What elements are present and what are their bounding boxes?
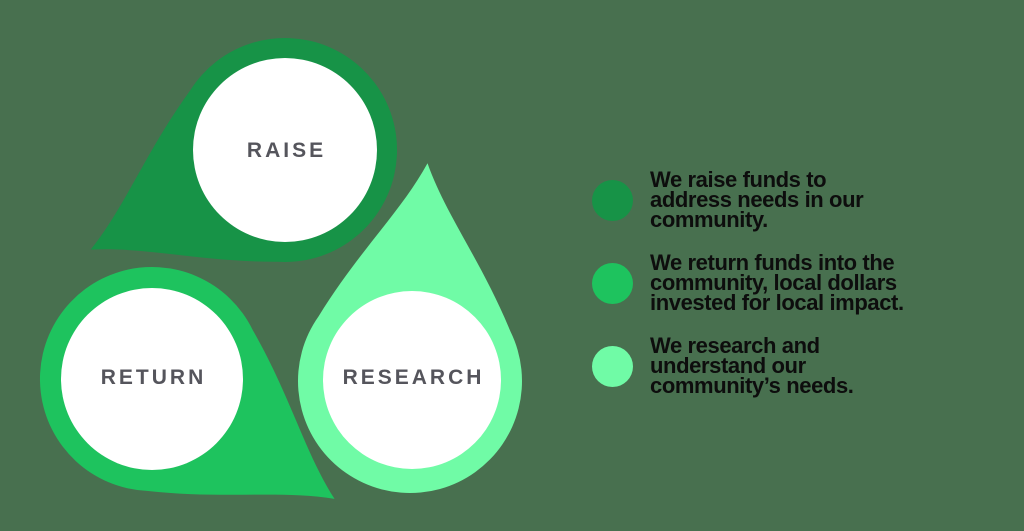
- legend-item-research: We research and understand our community…: [592, 333, 854, 398]
- legend-line: community’s needs.: [650, 373, 854, 398]
- legend-dot-raise: [592, 179, 633, 221]
- legend-line: We research and: [650, 333, 820, 358]
- legend-text-raise: We raise funds to address needs in our c…: [650, 167, 864, 232]
- legend-line: community, local dollars: [650, 270, 897, 295]
- legend-line: We return funds into the: [650, 250, 895, 275]
- legend-line: invested for local impact.: [650, 290, 904, 315]
- legend-text-research: We research and understand our community…: [650, 333, 854, 398]
- legend-dot-research: [592, 345, 633, 387]
- legend-dot-return: [592, 262, 633, 304]
- legend-item-return: We return funds into the community, loca…: [592, 250, 904, 315]
- raise-label: RAISE: [246, 139, 327, 162]
- legend-line: community.: [650, 207, 768, 232]
- legend-text-return: We return funds into the community, loca…: [650, 250, 904, 315]
- legend-line: understand our: [650, 353, 806, 378]
- legend-line: We raise funds to: [650, 167, 827, 192]
- legend-item-raise: We raise funds to address needs in our c…: [592, 167, 864, 232]
- research-inner-circle: [323, 291, 501, 469]
- research-label: RESEARCH: [342, 366, 485, 389]
- raise-inner-circle: [193, 58, 377, 242]
- legend-line: address needs in our: [650, 187, 864, 212]
- return-label: RETURN: [100, 366, 207, 389]
- return-inner-circle: [61, 288, 243, 470]
